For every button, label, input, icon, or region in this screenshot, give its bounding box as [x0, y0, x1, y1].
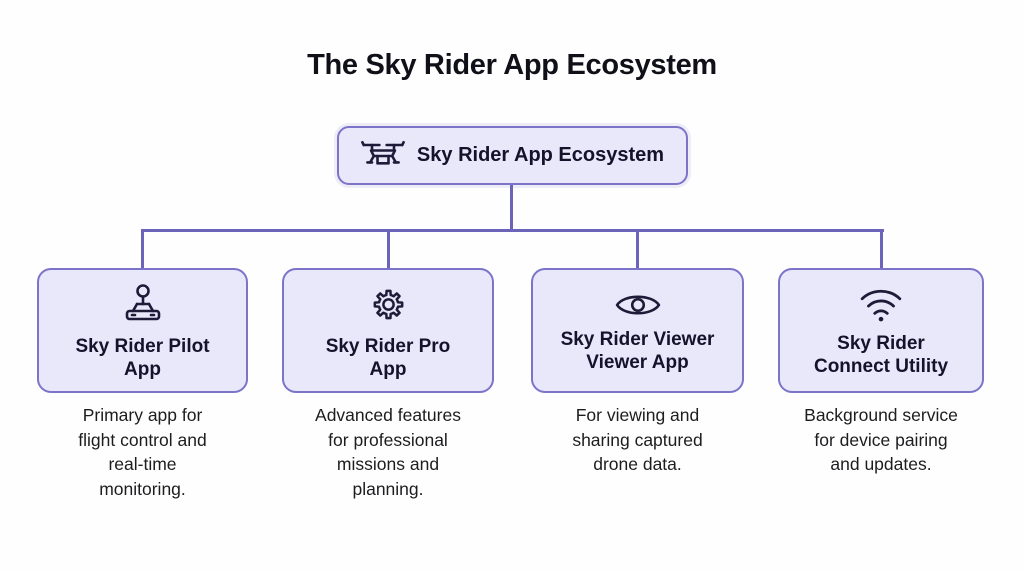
app-description-pro: Advanced features for professional missi… [315, 405, 461, 499]
eye-icon [615, 290, 661, 320]
connector-drop-pro [387, 230, 390, 268]
drone-icon [361, 137, 405, 175]
app-card-title: Sky Rider Pilot App [75, 335, 210, 380]
app-description-viewer: For viewing and sharing captured drone d… [572, 405, 703, 474]
gear-icon [366, 282, 411, 327]
app-card-connect: Sky Rider Connect Utility [778, 268, 984, 393]
connector-drop-connect [880, 230, 883, 268]
connector-drop-pilot [141, 230, 144, 268]
app-card-title: Sky Rider Connect Utility [813, 332, 949, 377]
app-card-viewer: Sky Rider Viewer Viewer App [531, 268, 744, 393]
app-description-connect: Background service for device pairing an… [804, 405, 958, 474]
app-card-pro: Sky Rider Pro App [282, 268, 494, 393]
page-title: The Sky Rider App Ecosystem [307, 49, 717, 81]
app-card-title: Sky Rider Viewer Viewer App [560, 328, 715, 373]
connector-horizontal-bus [141, 229, 884, 232]
connector-drop-viewer [636, 230, 639, 268]
root-node-sky-rider-ecosystem: Sky Rider App Ecosystem [337, 126, 688, 185]
app-card-title: Sky Rider Pro App [325, 336, 451, 380]
app-card-pilot: Sky Rider Pilot App [37, 268, 248, 393]
root-node-label: Sky Rider App Ecosystem [416, 144, 665, 166]
connector-root-drop [510, 185, 513, 230]
wifi-icon [858, 286, 904, 321]
app-description-pilot: Primary app for flight control and real-… [78, 405, 207, 499]
joystick-icon [121, 283, 165, 327]
